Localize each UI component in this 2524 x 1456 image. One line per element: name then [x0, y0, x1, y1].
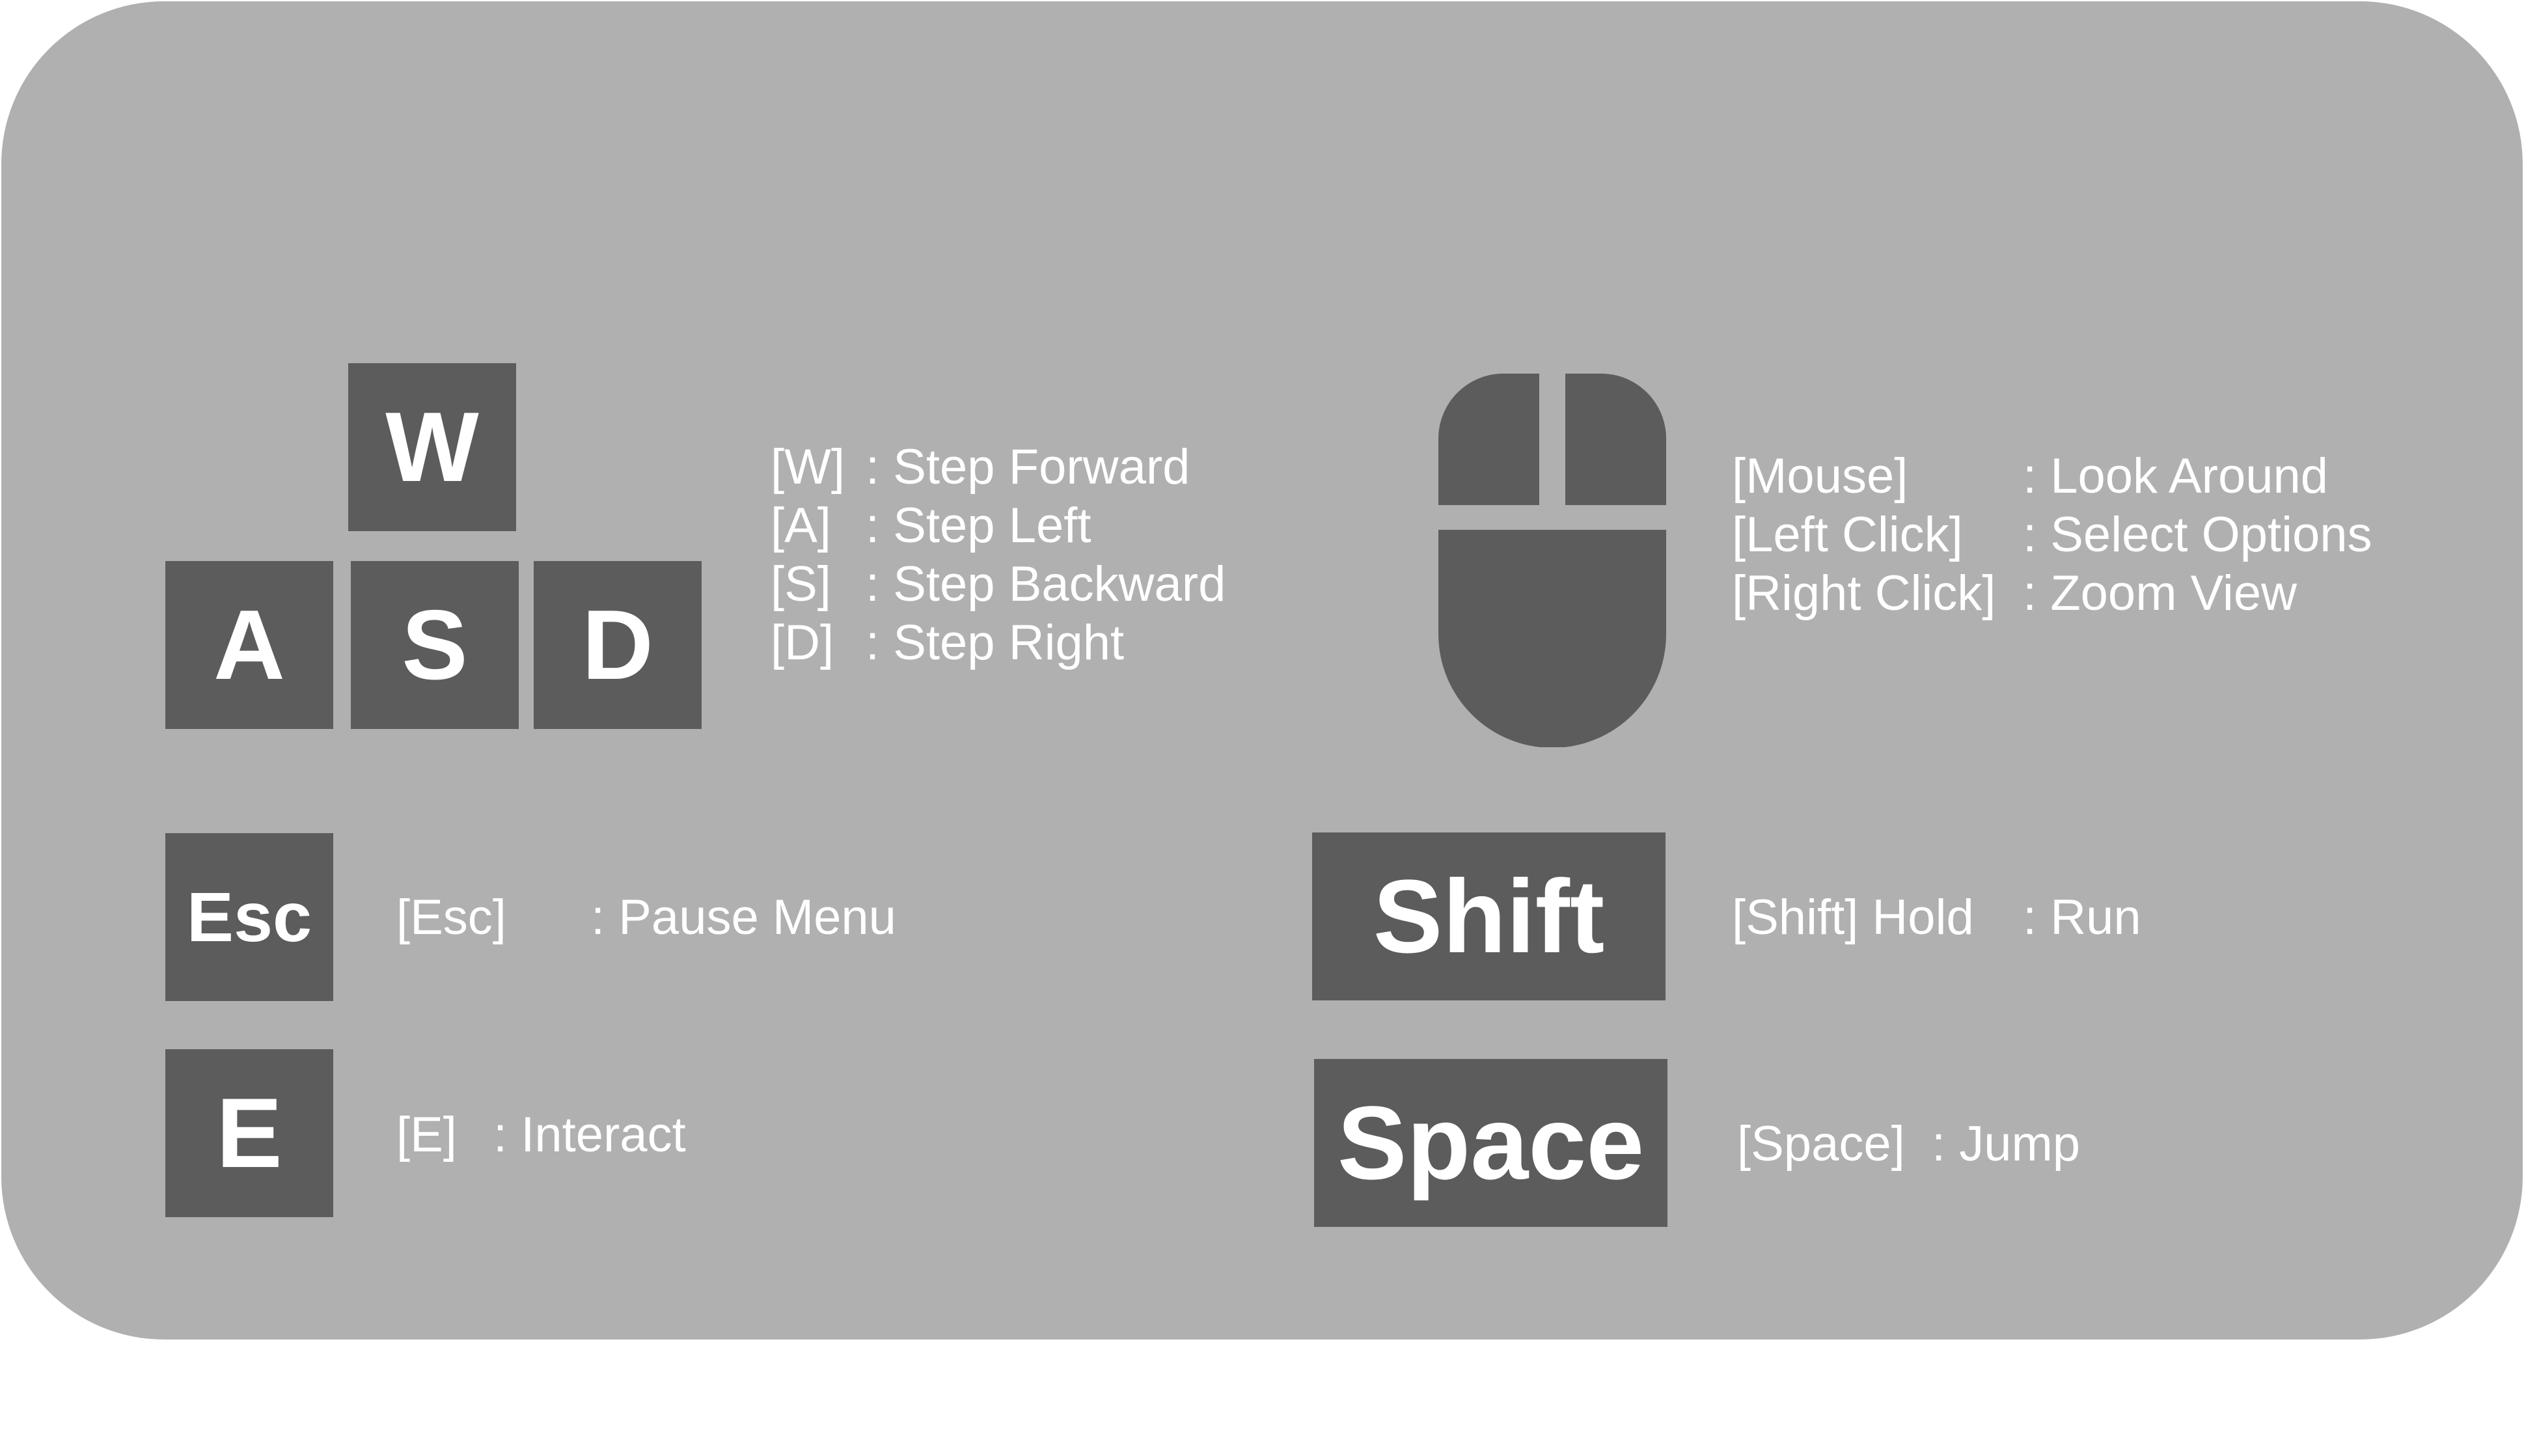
mouse-binding-action-right-click: : Zoom View [2023, 566, 2297, 621]
binding-action-e: : Interact [493, 1107, 686, 1162]
binding-key-space: [Space] [1737, 1116, 1905, 1172]
key-w: W [348, 363, 516, 531]
binding-key-shift: [Shift] Hold [1732, 890, 1974, 945]
binding-key-a: [A] [771, 498, 831, 553]
controls-panel: W A S D [W] : Step Forward [A] : Step Le… [1, 1, 2523, 1339]
key-esc: Esc [165, 833, 333, 1001]
mouse-binding-key-right-click: [Right Click] [1732, 566, 1996, 621]
binding-key-esc: [Esc] [396, 890, 506, 945]
key-a: A [165, 561, 333, 729]
binding-key-e: [E] [396, 1107, 457, 1162]
key-shift: Shift [1312, 832, 1666, 1000]
binding-action-esc: : Pause Menu [591, 890, 896, 945]
mouse-binding-action-left-click: : Select Options [2023, 507, 2372, 562]
binding-key-d: [D] [771, 615, 834, 670]
binding-action-s: : Step Backward [866, 556, 1226, 612]
mouse-binding-action-look: : Look Around [2023, 448, 2329, 504]
binding-action-space: : Jump [1932, 1116, 2081, 1172]
mouse-binding-key-left-click: [Left Click] [1732, 507, 1963, 562]
mouse-binding-key-look: [Mouse] [1732, 448, 1908, 504]
binding-action-a: : Step Left [866, 498, 1091, 553]
binding-action-w: : Step Forward [866, 439, 1190, 495]
key-e: E [165, 1049, 333, 1217]
key-space: Space [1314, 1059, 1667, 1227]
mouse-icon [1438, 374, 1666, 747]
binding-key-w: [W] [771, 439, 845, 495]
binding-action-shift: : Run [2023, 890, 2141, 945]
key-s: S [351, 561, 519, 729]
binding-action-d: : Step Right [866, 615, 1125, 670]
key-d: D [534, 561, 702, 729]
binding-key-s: [S] [771, 556, 831, 612]
